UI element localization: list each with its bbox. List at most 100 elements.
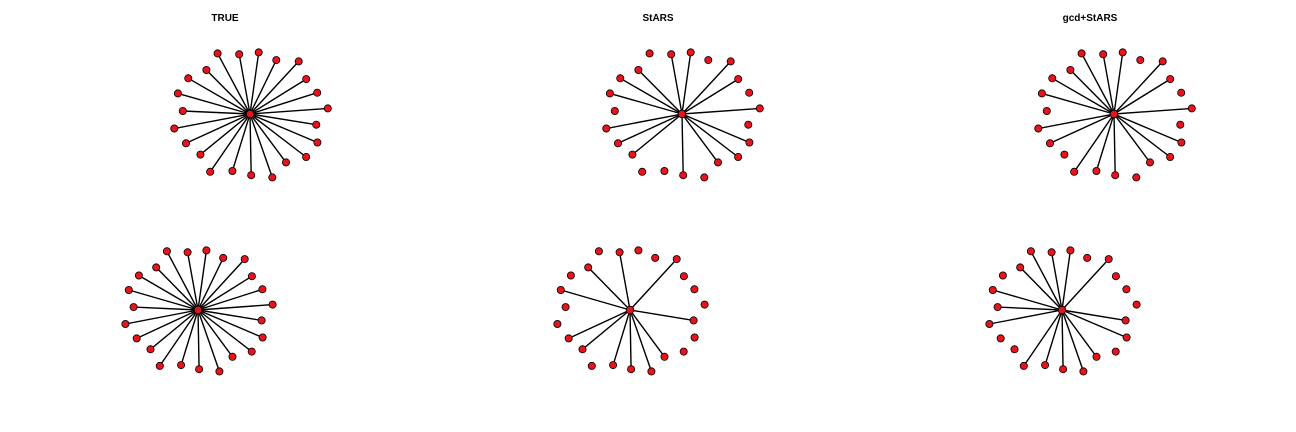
edge [249, 92, 318, 115]
node [206, 167, 215, 176]
edge [681, 78, 739, 115]
node [1177, 88, 1186, 97]
edge [155, 266, 199, 311]
edge [629, 309, 653, 372]
node [1077, 49, 1086, 58]
node [162, 247, 171, 256]
node [660, 352, 669, 361]
node [651, 253, 660, 262]
node [553, 319, 562, 328]
edge [1073, 113, 1115, 173]
node [627, 365, 636, 374]
edge [180, 309, 199, 366]
node [183, 248, 192, 257]
edge [249, 78, 307, 115]
node [556, 285, 565, 294]
edge [128, 289, 199, 311]
edge [1061, 309, 1085, 372]
node [1099, 50, 1108, 59]
graph-stars-top [602, 48, 764, 182]
node [247, 347, 256, 356]
edge [199, 113, 251, 156]
node [1111, 347, 1120, 356]
hub-node [1057, 305, 1067, 315]
edge [197, 309, 262, 322]
node [1026, 247, 1035, 256]
graph-true-top [170, 48, 332, 182]
edge [138, 274, 199, 311]
node [998, 271, 1007, 280]
node [616, 74, 625, 83]
edge [681, 113, 719, 163]
node [258, 285, 267, 294]
node [745, 88, 754, 97]
node [1158, 57, 1167, 66]
edge [187, 77, 251, 115]
edge [249, 113, 317, 126]
edge [197, 309, 221, 372]
node [181, 139, 190, 148]
node [1132, 300, 1141, 309]
edge [249, 113, 273, 178]
edge [136, 309, 199, 340]
node [679, 347, 688, 356]
node [745, 138, 754, 147]
hub-node [625, 305, 635, 315]
node [152, 263, 161, 272]
edge [166, 250, 199, 311]
edge [681, 113, 739, 158]
node [1070, 167, 1079, 176]
node [1016, 263, 1025, 272]
edge [681, 52, 692, 115]
node [996, 334, 1005, 343]
hub-node [245, 109, 255, 119]
node [302, 75, 311, 84]
node [178, 107, 187, 116]
edge [209, 113, 251, 173]
node [134, 271, 143, 280]
node [129, 303, 138, 312]
node [566, 271, 575, 280]
node [734, 75, 743, 84]
edge [629, 309, 666, 358]
node [1122, 285, 1131, 294]
node [610, 107, 619, 116]
node [1037, 89, 1046, 98]
node [302, 152, 311, 161]
edge [1113, 60, 1164, 115]
node [700, 300, 709, 309]
node [1046, 139, 1055, 148]
edge [249, 113, 252, 176]
node [184, 74, 193, 83]
node [1010, 345, 1019, 354]
edge [1038, 113, 1115, 130]
edge [1030, 250, 1063, 311]
hub-node [677, 109, 687, 119]
node [254, 48, 263, 57]
edge [1113, 113, 1171, 158]
edge [1069, 69, 1115, 115]
node [1136, 56, 1145, 65]
edge [560, 289, 631, 311]
node [196, 150, 205, 159]
node [215, 367, 224, 376]
node [1047, 248, 1056, 257]
edge [629, 309, 632, 370]
edge [197, 257, 224, 311]
node [258, 333, 267, 342]
node [614, 139, 623, 148]
edge [612, 309, 631, 366]
node [257, 316, 266, 325]
edge [249, 113, 307, 158]
node [672, 255, 681, 264]
edge [670, 54, 683, 115]
node [679, 272, 688, 281]
edge [1041, 92, 1115, 115]
node [755, 104, 764, 113]
node [667, 50, 676, 59]
edge [681, 113, 750, 144]
edge [177, 92, 251, 115]
node [294, 57, 303, 66]
graph-gcd-stars-bottom [985, 246, 1141, 376]
